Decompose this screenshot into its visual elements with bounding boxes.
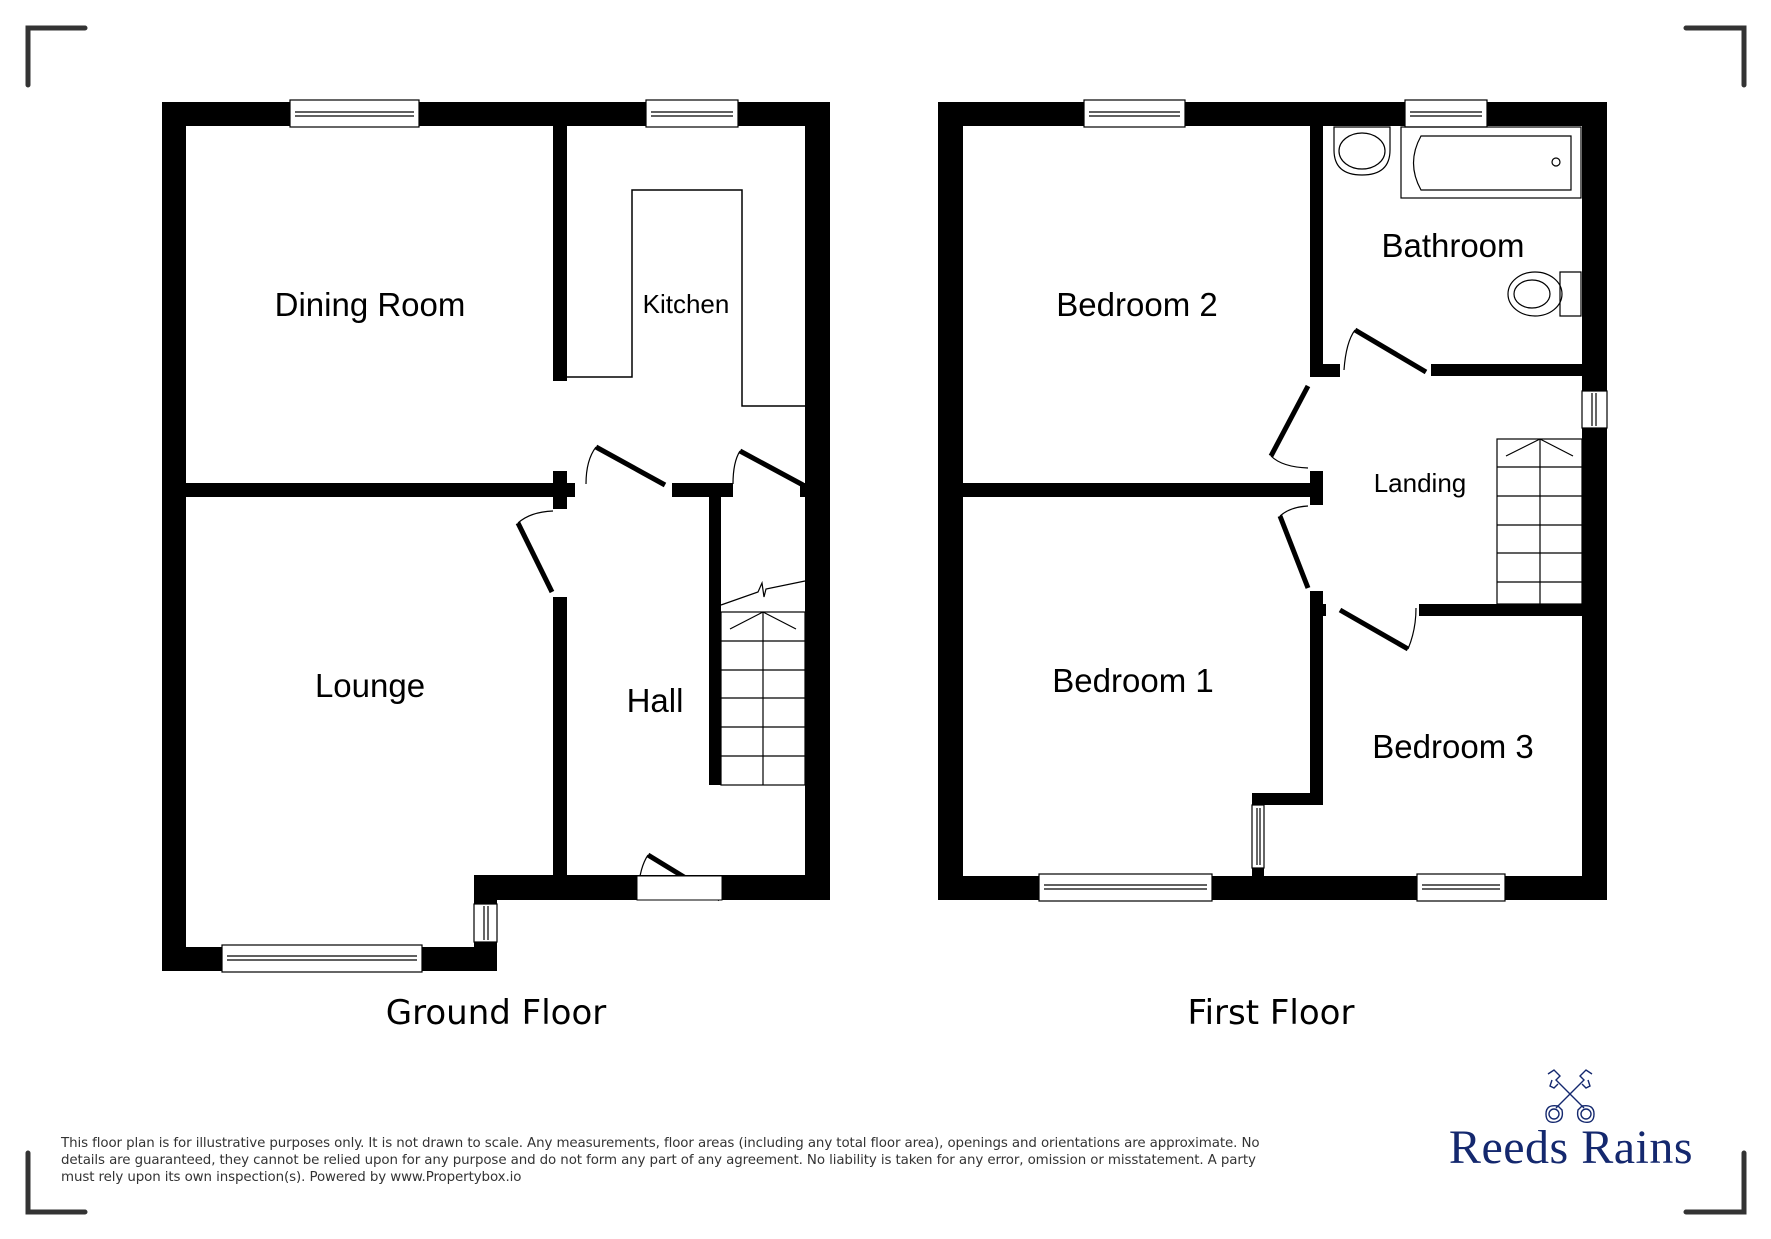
room-label-landing: Landing [1374, 468, 1467, 498]
room-label-dining-room: Dining Room [275, 286, 466, 323]
crossed-keys-icon [1545, 1069, 1595, 1124]
corner-bracket-top-left [25, 25, 88, 88]
ground-floor-stairs [720, 580, 806, 786]
room-label-lounge: Lounge [315, 667, 425, 704]
room-label-bedroom-2: Bedroom 2 [1056, 286, 1217, 323]
disclaimer-text: This floor plan is for illustrative purp… [61, 1135, 1381, 1186]
disclaimer-line: This floor plan is for illustrative purp… [61, 1136, 1260, 1151]
room-label-bedroom-1: Bedroom 1 [1052, 662, 1213, 699]
ground-floor-room-labels: Dining Room Kitchen Lounge Hall [275, 286, 730, 719]
first-floor-plan: Bedroom 2 Bathroom Landing Bedroom 1 Bed… [938, 99, 1608, 1033]
ground-floor-plan: Dining Room Kitchen Lounge Hall Ground F… [162, 99, 830, 1033]
ground-floor-walls [162, 102, 830, 971]
first-floor-room-labels: Bedroom 2 Bathroom Landing Bedroom 1 Bed… [1052, 227, 1533, 765]
disclaimer-line: must rely upon its own inspection(s). Po… [61, 1170, 522, 1185]
first-floor-stairs [1496, 438, 1583, 605]
corner-bracket-top-right [1683, 25, 1747, 88]
brand-logo-text: Reeds Rains [1448, 1121, 1694, 1174]
bathroom-fixtures [1333, 126, 1582, 317]
toilet [1559, 271, 1582, 317]
corner-bracket-bottom-right [1683, 1150, 1747, 1215]
ground-floor-doors [515, 444, 805, 902]
disclaimer-line: details are guaranteed, they cannot be r… [61, 1153, 1256, 1168]
floor-label-first: First Floor [1188, 993, 1355, 1033]
kitchen-counter [567, 189, 805, 407]
ground-floor-windows [221, 99, 739, 973]
room-label-bathroom: Bathroom [1381, 227, 1524, 264]
first-floor-windows [1038, 99, 1608, 902]
room-label-kitchen: Kitchen [643, 289, 730, 319]
room-label-bedroom-3: Bedroom 3 [1372, 728, 1533, 765]
first-floor-doors [1268, 327, 1428, 652]
bathtub [1400, 126, 1582, 199]
first-floor-walls [938, 102, 1607, 900]
corner-bracket-bottom-left [25, 1150, 88, 1215]
basin [1333, 126, 1391, 176]
floor-label-ground: Ground Floor [386, 993, 606, 1033]
room-label-hall: Hall [627, 682, 684, 719]
